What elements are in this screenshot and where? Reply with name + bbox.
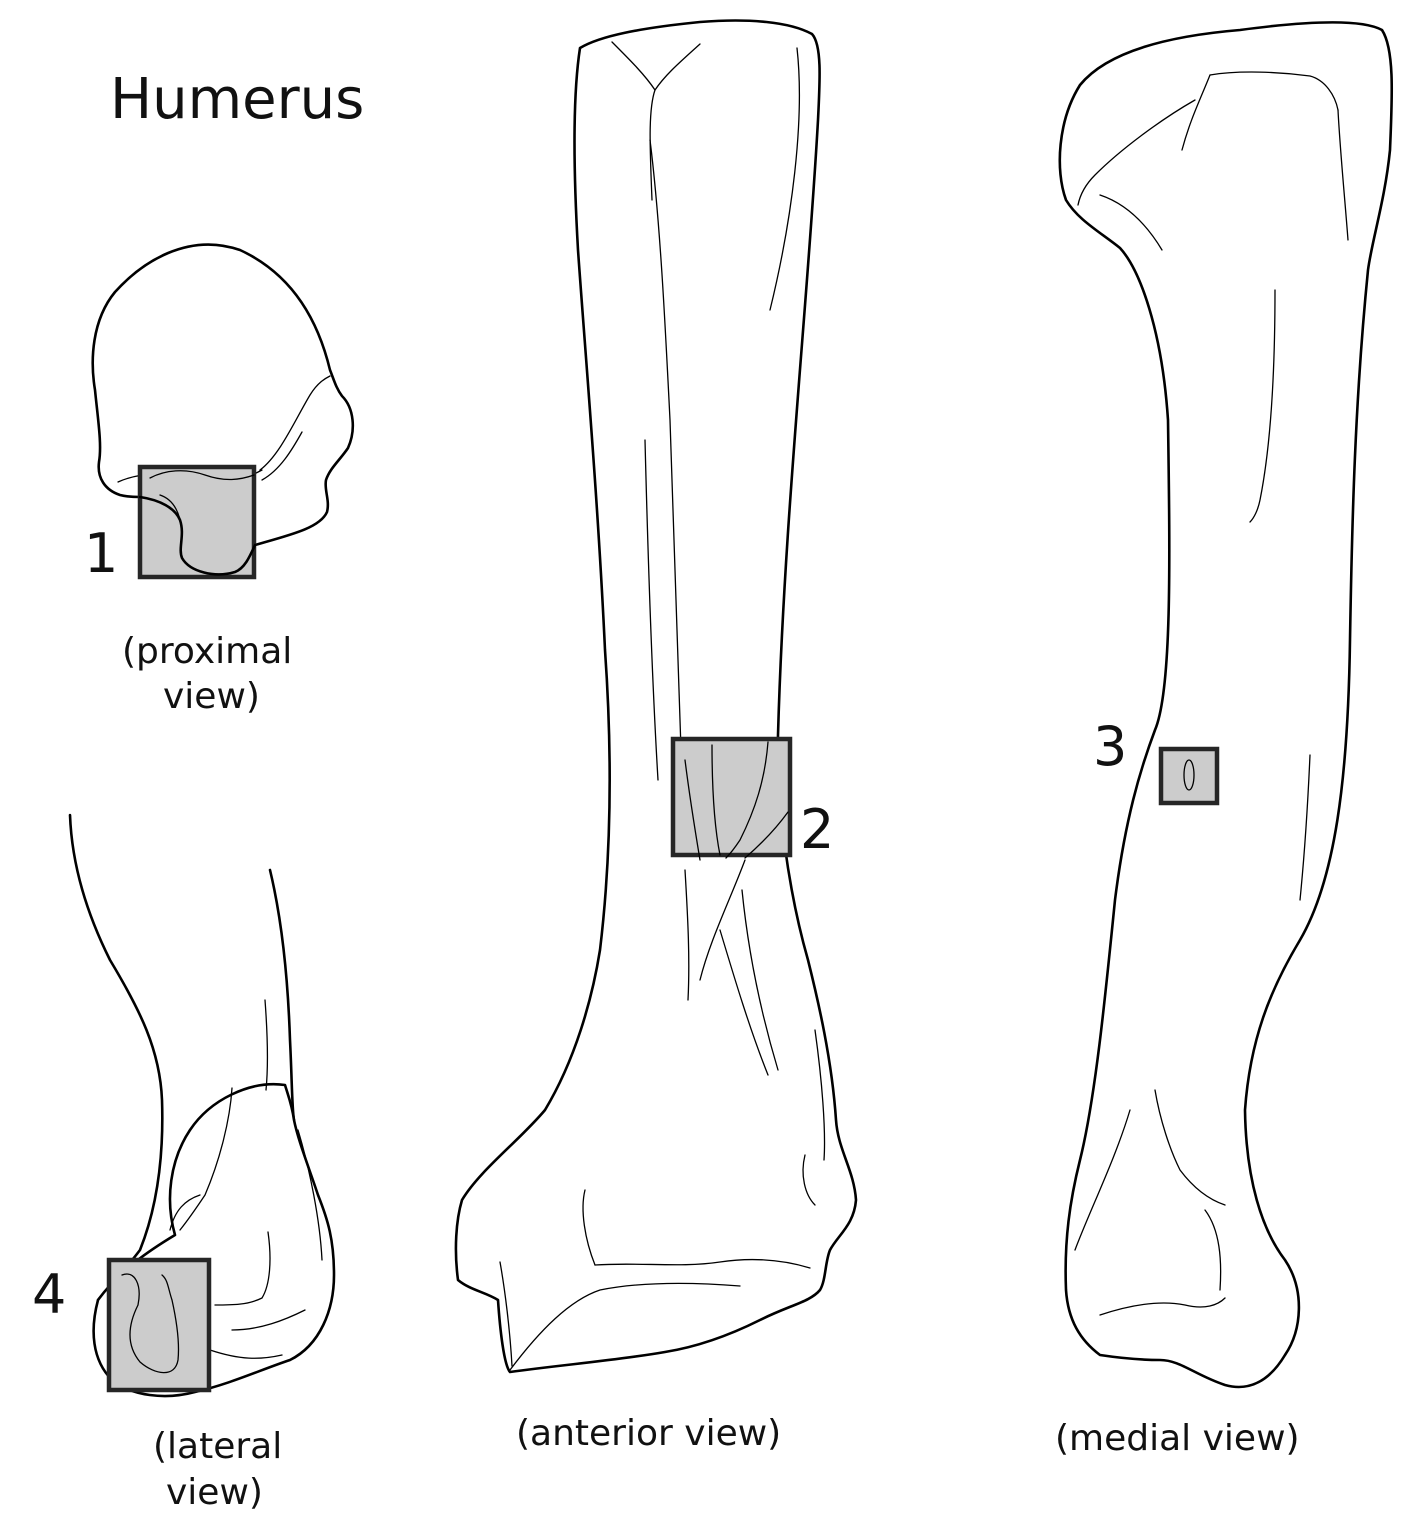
anterior-view: 2 (anterior view) (454, 19, 858, 1454)
marker-3-box (1158, 746, 1220, 806)
anterior-view-detail (594, 1258, 811, 1269)
anterior-view-detail (649, 89, 656, 201)
medial-view-outline (1058, 21, 1394, 1389)
anterior-view-detail (509, 1282, 741, 1371)
medial-view-detail (1099, 1297, 1226, 1316)
proximal-view-notch (138, 495, 257, 576)
anterior-view-detail (725, 741, 769, 859)
marker-4-label: 4 (32, 1263, 66, 1326)
proximal-view-detail (149, 470, 255, 481)
anterior-view-detail (684, 759, 701, 861)
marker-2-label: 2 (800, 798, 834, 861)
medial-view-detail (1077, 99, 1196, 206)
anterior-view-detail (802, 1154, 816, 1206)
medial-view-detail (1181, 74, 1211, 151)
medial-view-detail (1299, 754, 1311, 901)
lateral-view-outline (68, 813, 164, 1302)
medial-view-detail (1204, 1209, 1222, 1291)
medial-caption: (medial view) (1055, 1418, 1300, 1459)
lateral-view-detail (214, 1231, 271, 1306)
lateral-view-outline (268, 868, 296, 1122)
anterior-view-detail (719, 929, 769, 1076)
lateral-view-detail (297, 1129, 323, 1261)
medial-view-detail (1099, 194, 1163, 251)
proximal-caption-line2: view) (163, 676, 260, 717)
anterior-view-detail (814, 1029, 826, 1161)
marker-3-label: 3 (1093, 715, 1127, 778)
marker-1-box (137, 464, 257, 580)
anterior-caption: (anterior view) (516, 1413, 781, 1454)
proximal-caption-line1: (proximal (122, 631, 292, 672)
medial-view: 3 (medial view) (1055, 21, 1394, 1459)
lateral-view: 4 (lateral view) (32, 813, 336, 1513)
lateral-view-detail (179, 1087, 233, 1231)
medial-view-detail (1154, 1089, 1226, 1206)
lateral-view-detail (169, 1194, 201, 1231)
lateral-caption-line1: (lateral (153, 1426, 282, 1467)
anterior-view-detail (644, 439, 659, 781)
medial-view-detail (1337, 109, 1349, 241)
anterior-view-detail (649, 139, 683, 781)
medial-view-detail (1074, 1109, 1131, 1251)
lateral-view-detail (264, 999, 269, 1091)
lateral-view-detail (231, 1309, 306, 1331)
marker-1-label: 1 (84, 522, 118, 585)
proximal-view-detail (259, 375, 331, 471)
anterior-view-detail (582, 1189, 596, 1266)
medial-view-detail (1209, 71, 1339, 111)
marker-4-box (106, 1257, 212, 1393)
medial-view-detail (1249, 289, 1276, 523)
anterior-view-detail (699, 859, 746, 981)
lateral-view-detail (209, 1349, 283, 1359)
lateral-view-detail (121, 1273, 180, 1374)
anterior-view-detail (741, 889, 779, 1071)
marker-2-box (670, 736, 793, 858)
anterior-view-detail (744, 811, 789, 859)
diagram-title: Humerus (110, 67, 364, 132)
anterior-view-detail (684, 869, 690, 1001)
proximal-view-detail (261, 431, 303, 481)
proximal-view: 1 (proximal view) (84, 243, 355, 717)
anterior-view-outline (454, 19, 858, 1374)
anterior-view-detail (499, 1261, 513, 1367)
anterior-view-detail (769, 47, 800, 311)
medial-view-detail (1183, 759, 1195, 791)
lateral-caption-line2: view) (166, 1472, 263, 1513)
anterior-view-detail (711, 744, 721, 856)
